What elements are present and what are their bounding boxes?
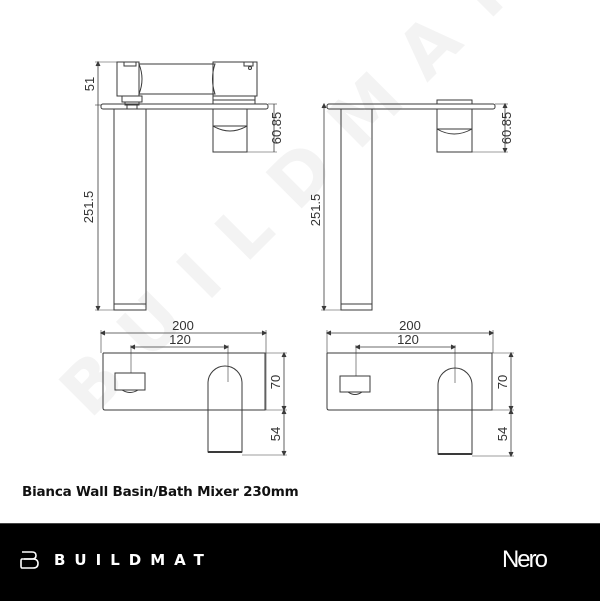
technical-drawing: 51 251.5 60.85 251.5 60.85 [81, 60, 514, 458]
front-view-right [325, 330, 514, 458]
dim-plate-width-left: 200 [172, 318, 194, 333]
side-view-left [95, 60, 277, 312]
side-view-right [321, 99, 508, 312]
dim-overall-length-left: 251.5 [81, 191, 96, 224]
dim-overall-length-right: 251.5 [308, 194, 323, 227]
dim-centres-left: 120 [169, 332, 191, 347]
brand-name: BUILDMAT [54, 551, 213, 569]
dim-plate-height-right: 70 [495, 375, 510, 389]
dim-plate-width-right: 200 [399, 318, 421, 333]
dim-handle-height: 51 [82, 77, 97, 91]
dim-spout-drop-left: 60.85 [269, 112, 284, 145]
finish-label: Nero [501, 546, 548, 573]
dim-spout-projection-left: 54 [268, 427, 283, 441]
brand-lockup: BUILDMAT [20, 550, 213, 570]
buildmat-b-logo-icon [20, 551, 39, 569]
dim-spout-drop-right: 60.85 [499, 112, 514, 145]
product-title: Bianca Wall Basin/Bath Mixer 230mm [22, 484, 299, 500]
dim-spout-projection-right: 54 [495, 427, 510, 441]
dim-centres-right: 120 [397, 332, 419, 347]
brand-footer: BUILDMAT Nero [0, 523, 600, 601]
front-view-left [99, 330, 287, 457]
dim-plate-height-left: 70 [268, 375, 283, 389]
